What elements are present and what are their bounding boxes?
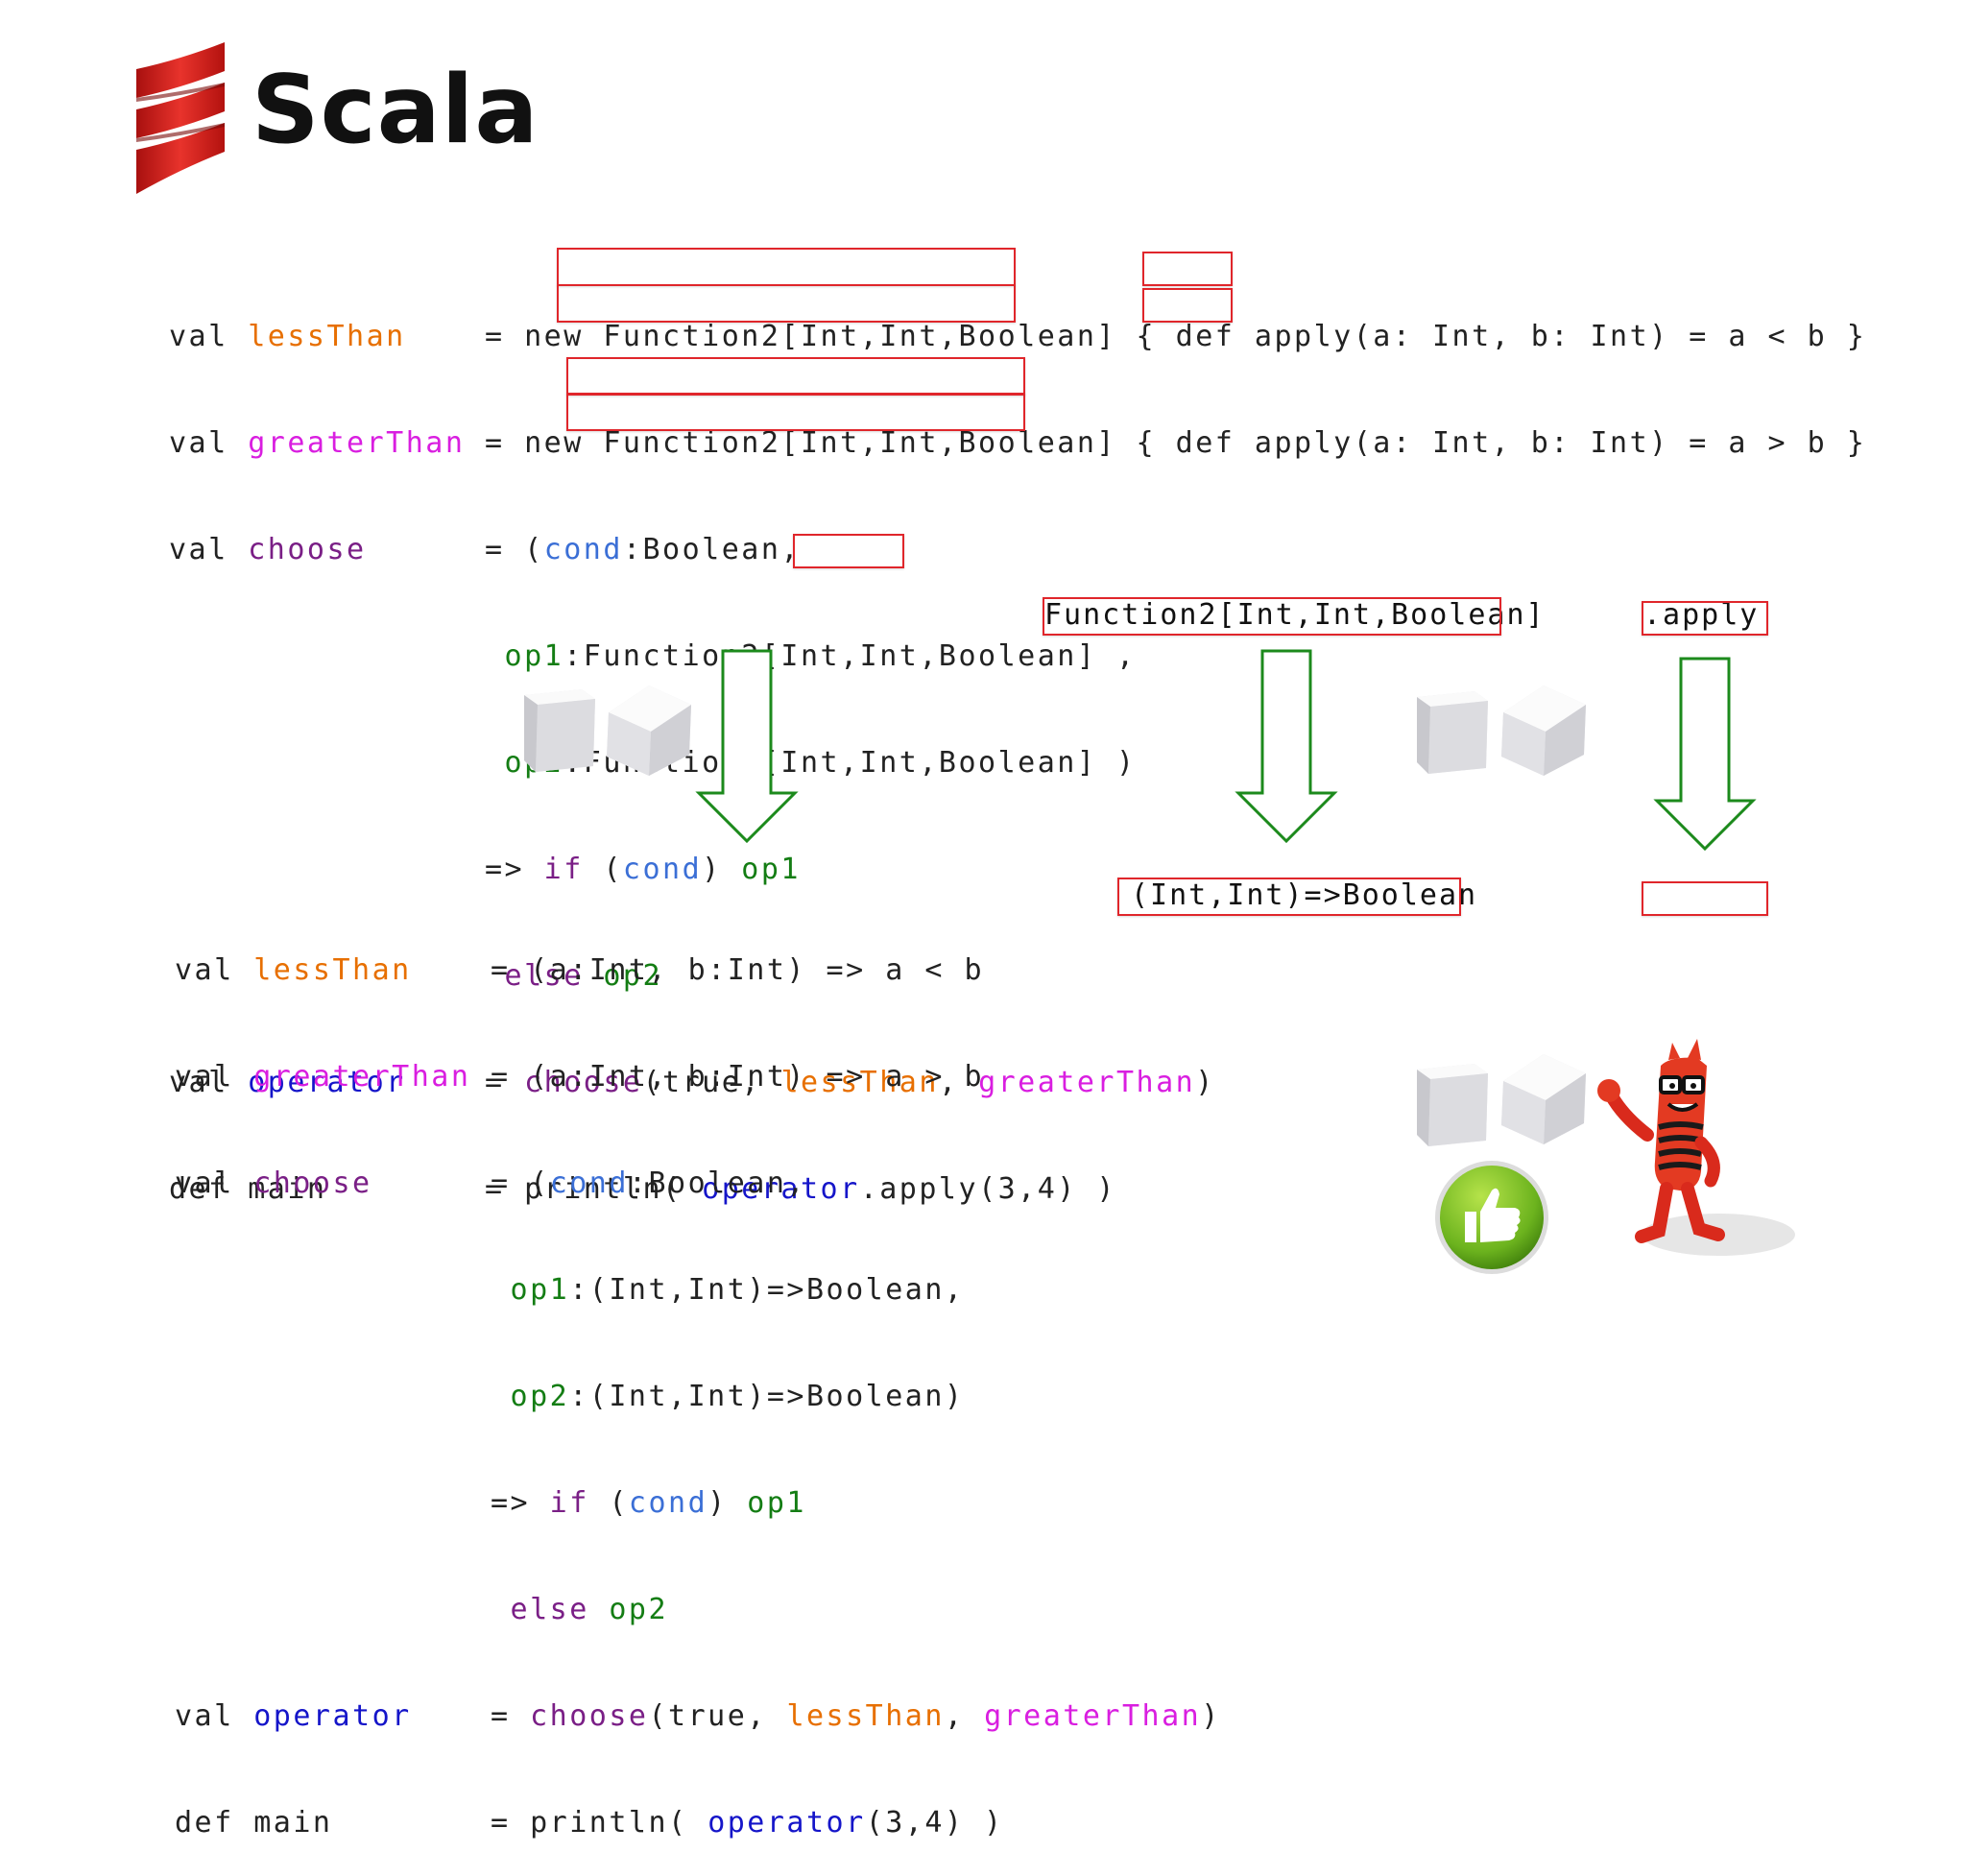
- down-arrow-icon: [1235, 649, 1338, 844]
- page-title: Scala: [252, 56, 539, 165]
- highlight-box: [566, 393, 1025, 431]
- highlight-box: [793, 534, 904, 568]
- highlight-box: [1642, 881, 1768, 916]
- code-line: def main = println( operator(3,4) ): [175, 1806, 1004, 1840]
- apply-label: .apply: [1643, 598, 1760, 632]
- sugar-cube-icon: [1417, 691, 1488, 774]
- function-type-label: (Int,Int)=>Boolean: [1131, 878, 1478, 912]
- highlight-box: [1043, 597, 1501, 636]
- sugar-cube-icon: [1417, 1064, 1488, 1146]
- sugar-cube-icon: [607, 685, 691, 776]
- highlight-box: [557, 248, 1016, 286]
- down-arrow-icon: [1653, 657, 1757, 852]
- code-line: op2:Function2[Int,Int,Boolean] ): [505, 746, 1137, 780]
- code-block-original: val lessThan = new Function2[Int,Int,Boo…: [169, 248, 1866, 1242]
- highlight-box: [1142, 288, 1233, 323]
- highlight-box: [557, 284, 1016, 323]
- sugar-cube-icon: [524, 689, 595, 772]
- code-line: val choose = (cond:Boolean,: [169, 533, 801, 566]
- code-line: def main = println( operator.apply(3,4) …: [169, 1172, 1116, 1206]
- code-line: op1:(Int,Int)=>Boolean,: [510, 1273, 965, 1307]
- code-line: val greaterThan = (a:Int, b:Int) => a > …: [175, 1060, 985, 1094]
- code-line: op2:(Int,Int)=>Boolean): [510, 1380, 965, 1413]
- mascot-icon: [1597, 1039, 1795, 1256]
- highlight-box: [1142, 252, 1233, 286]
- thumbs-up-icon: [1435, 1161, 1548, 1274]
- scala-logo-icon: [136, 42, 225, 194]
- type-label: Function2[Int,Int,Boolean]: [1044, 598, 1546, 632]
- down-arrow-icon: [695, 649, 799, 844]
- highlight-box: [1117, 878, 1461, 916]
- code-line: val lessThan = (a:Int, b:Int) => a < b: [175, 953, 985, 987]
- code-line: val choose = (cond:Boolean,: [175, 1166, 806, 1200]
- code-line: op1:Function2[Int,Int,Boolean] ,: [504, 639, 1137, 673]
- sugar-cube-icon: [1501, 685, 1586, 776]
- highlight-box: [566, 357, 1025, 396]
- code-line: => if (cond) op1: [484, 853, 801, 886]
- code-line: val operator = choose(true, lessThan, gr…: [175, 1699, 1221, 1733]
- sugar-cube-icon: [1501, 1054, 1586, 1144]
- code-line: => if (cond) op1: [490, 1486, 806, 1520]
- highlight-box: [1642, 601, 1768, 636]
- code-line: val lessThan = new Function2[Int,Int,Boo…: [169, 320, 1867, 353]
- code-line: else op2: [510, 1593, 669, 1626]
- code-line: else op2: [504, 959, 663, 993]
- code-block-desugared: val lessThan = (a:Int, b:Int) => a < b v…: [175, 881, 1221, 1876]
- code-line: val operator = choose(true, lessThan, gr…: [169, 1066, 1215, 1099]
- code-line: val greaterThan = new Function2[Int,Int,…: [169, 426, 1867, 460]
